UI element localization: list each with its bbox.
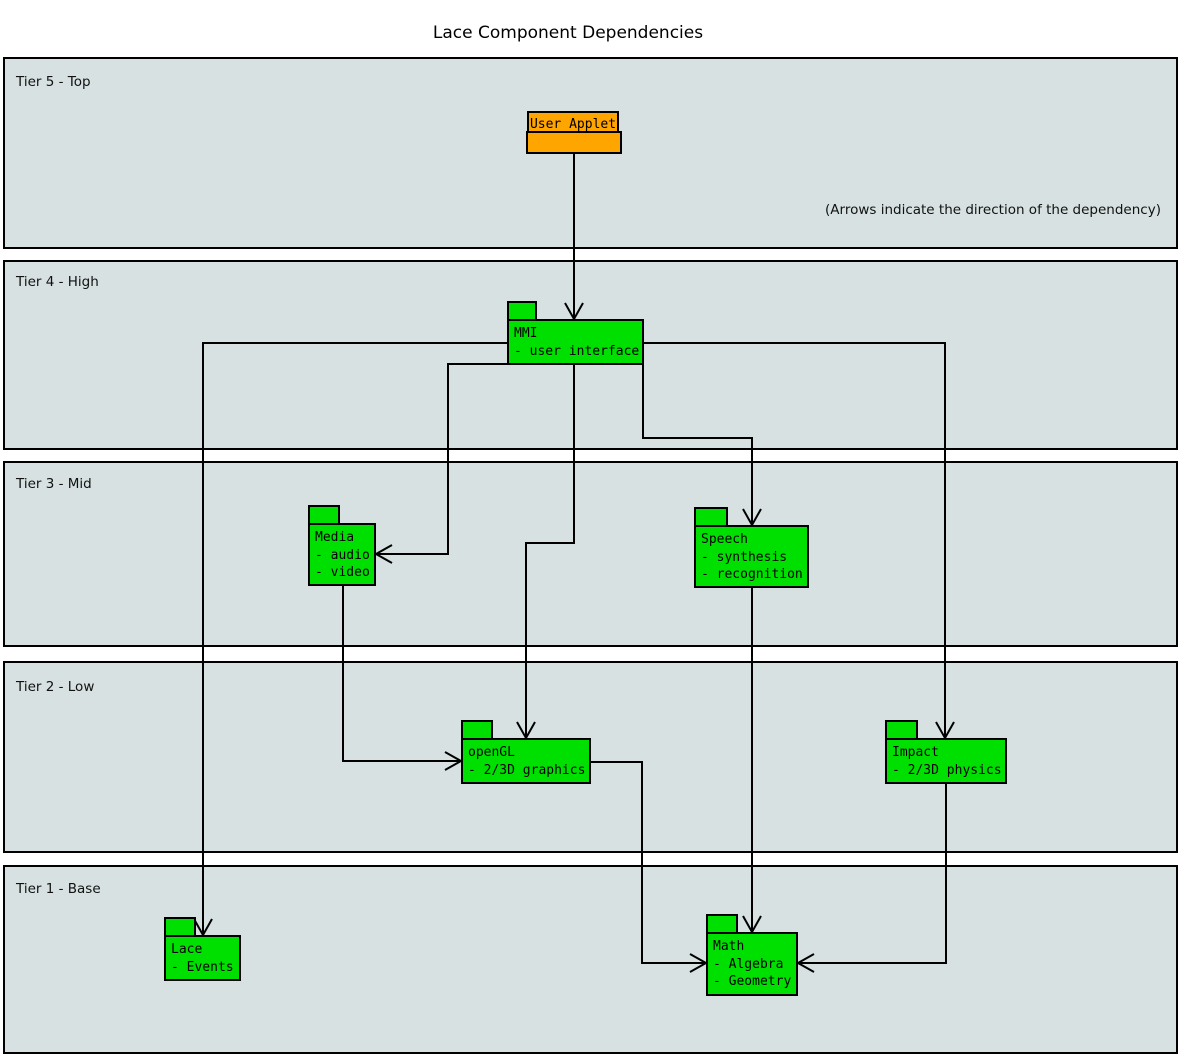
tier-band-3-mid: Tier 3 - Mid	[3, 461, 1178, 647]
package-body	[461, 738, 591, 784]
component-math: Math - Algebra - Geometry	[706, 914, 798, 996]
edge-line	[525, 364, 575, 737]
tier-band-rect	[3, 865, 1178, 1054]
edge-line	[342, 585, 460, 762]
component-name: openGL	[468, 745, 515, 760]
package-tab	[885, 720, 918, 740]
component-detail: - Events	[171, 960, 234, 975]
tier-band-4-high: Tier 4 - High	[3, 260, 1178, 450]
component-detail: - Geometry	[713, 974, 791, 989]
edge-line	[643, 342, 946, 737]
edge-line	[642, 364, 753, 524]
package-tab	[507, 301, 537, 321]
component-detail: - audio	[315, 548, 370, 563]
package-body	[885, 738, 1007, 784]
package-body	[526, 131, 622, 154]
component-speech: Speech - synthesis - recognition	[694, 507, 809, 588]
tier-label: Tier 3 - Mid	[15, 476, 92, 492]
edge-line	[799, 783, 947, 964]
package-body	[706, 932, 798, 996]
component-impact: Impact - 2/3D physics	[885, 720, 1007, 784]
component-name: Speech	[701, 532, 748, 547]
package-body	[507, 319, 644, 365]
component-detail: - 2/3D graphics	[468, 763, 585, 778]
component-media: Media - audio - video	[308, 505, 376, 586]
package-tab	[308, 505, 340, 525]
component-user-applet: User Applet	[526, 111, 622, 154]
component-detail: - Algebra	[713, 957, 783, 972]
package-tab	[164, 917, 196, 937]
package-body	[308, 523, 376, 586]
component-detail: - video	[315, 565, 370, 580]
edge-line	[378, 363, 508, 555]
edge-line	[590, 761, 705, 964]
annotation-note: (Arrows indicate the direction of the de…	[825, 202, 1161, 218]
package-tab	[461, 720, 493, 740]
component-name: Lace	[171, 942, 202, 957]
tier-band-1-base: Tier 1 - Base	[3, 865, 1178, 1054]
tier-label: Tier 2 - Low	[15, 679, 94, 695]
component-name: User Applet	[530, 117, 616, 132]
tier-label: Tier 4 - High	[15, 274, 99, 290]
component-name: Media	[315, 530, 354, 545]
component-detail: - 2/3D physics	[892, 763, 1002, 778]
component-detail: - recognition	[701, 567, 803, 582]
component-mmi: MMI - user interface	[507, 301, 644, 365]
component-opengl: openGL - 2/3D graphics	[461, 720, 591, 784]
component-name: Math	[713, 939, 744, 954]
edge-line	[202, 342, 508, 934]
component-detail: - synthesis	[701, 550, 787, 565]
component-detail: - user interface	[514, 344, 639, 359]
component-name: Impact	[892, 745, 939, 760]
package-body	[694, 525, 809, 588]
component-lace: Lace - Events	[164, 917, 241, 981]
tier-label: Tier 1 - Base	[15, 881, 101, 897]
tier-band-rect	[3, 260, 1178, 450]
package-tab	[706, 914, 738, 934]
package-tab	[694, 507, 728, 527]
tier-label: Tier 5 - Top	[15, 74, 91, 90]
package-body	[164, 935, 241, 981]
tier-band-rect	[3, 461, 1178, 647]
component-name: MMI	[514, 326, 537, 341]
diagram-title: Lace Component Dependencies	[433, 23, 703, 43]
